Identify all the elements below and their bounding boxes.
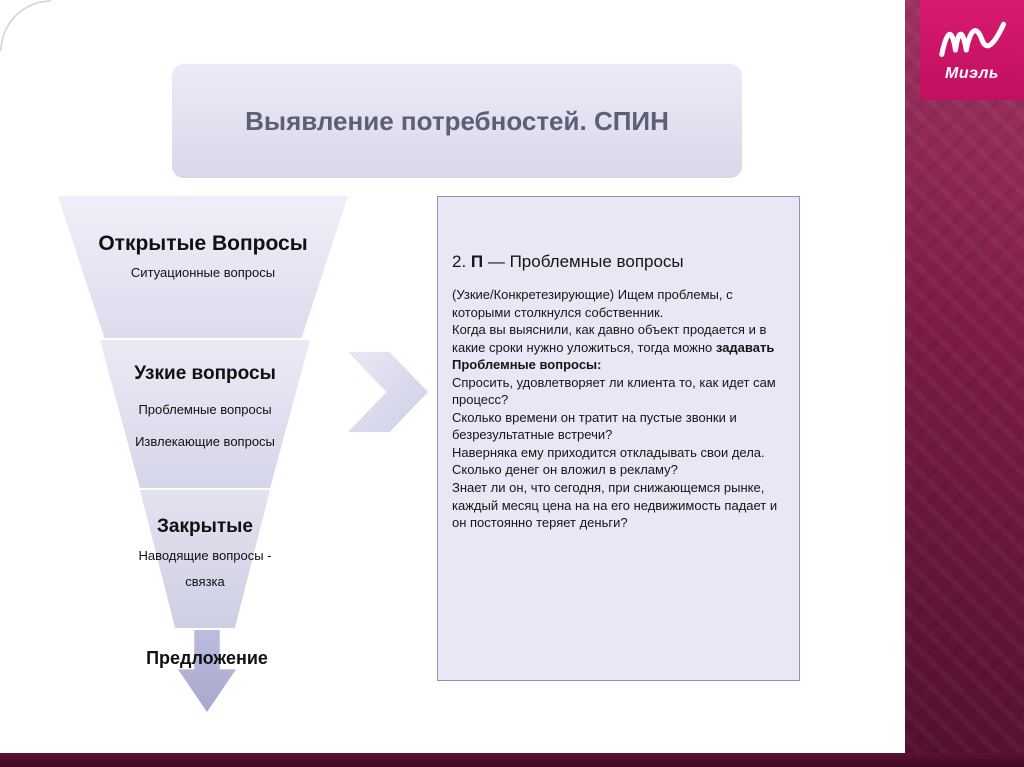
funnel-level-1-shape (58, 196, 348, 338)
funnel-level-3-subtitle-1: Наводящие вопросы - (138, 548, 272, 563)
funnel-level-1-title: Открытые Вопросы (98, 232, 308, 255)
funnel-level-3-title: Закрытые (157, 516, 253, 537)
miel-m-icon (939, 21, 1007, 57)
funnel-level-4-title: Предложение (146, 648, 268, 668)
bottom-bar (0, 753, 1024, 767)
funnel-level-4-text: Предложение (122, 648, 292, 669)
funnel-level-2-subtitle-2: Извлекающие вопросы (135, 434, 275, 449)
funnel-level-2-title: Узкие вопросы (134, 363, 276, 384)
funnel-level-2-text: Узкие вопросы Проблемные вопросы Извлека… (70, 363, 340, 449)
rounded-corner-arc (0, 0, 52, 52)
funnel-level-3-text: Закрытые Наводящие вопросы - связка (105, 516, 305, 589)
logo-box: Миэль (920, 0, 1024, 100)
content-paragraphs: (Узкие/Конкретезирующие) Ищем проблемы, … (452, 286, 785, 532)
funnel-level-3-subtitle-2: связка (185, 574, 225, 589)
content-paragraph: Знает ли он, что сегодня, при снижающемс… (452, 480, 778, 531)
content-paragraph: (Узкие/Конкретезирующие) Ищем проблемы, … (452, 287, 733, 320)
funnel-level-2-shape (100, 340, 310, 488)
title-banner: Выявление потребностей. СПИН (172, 64, 742, 178)
down-arrow-icon (178, 630, 236, 712)
content-paragraph: Спросить, удовлетворяет ли клиента то, к… (452, 374, 776, 408)
content-paragraph: Наверняка ему приходится откладывать сво… (452, 444, 765, 460)
slide-title: Выявление потребностей. СПИН (245, 105, 669, 136)
funnel-level-2-subtitle-1: Проблемные вопросы (138, 402, 272, 417)
content-heading: 2. П — Проблемные вопросы (452, 252, 785, 272)
content-paragraph: Сколько времени он тратит на пустые звон… (452, 409, 737, 443)
chevron-right-arrow-icon (348, 352, 428, 432)
content-paragraph: Сколько денег он вложил в рекламу? (452, 462, 678, 478)
content-paragraph: Проблемные вопросы: (452, 357, 602, 373)
content-heading-rest: — Проблемные вопросы (483, 252, 684, 271)
content-heading-letter: П (470, 252, 484, 271)
logo-text: Миэль (945, 65, 999, 82)
funnel-level-1-subtitle: Ситуационные вопросы (130, 265, 276, 280)
funnel-level-1-text: Открытые Вопросы Ситуационные вопросы (38, 232, 368, 280)
content-paragraph: Когда вы выяснили, как давно объект прод… (452, 322, 775, 355)
right-sidebar (905, 0, 1024, 767)
content-heading-number: 2. (452, 252, 471, 271)
content-box: 2. П — Проблемные вопросы (Узкие/Конкрет… (437, 196, 800, 681)
